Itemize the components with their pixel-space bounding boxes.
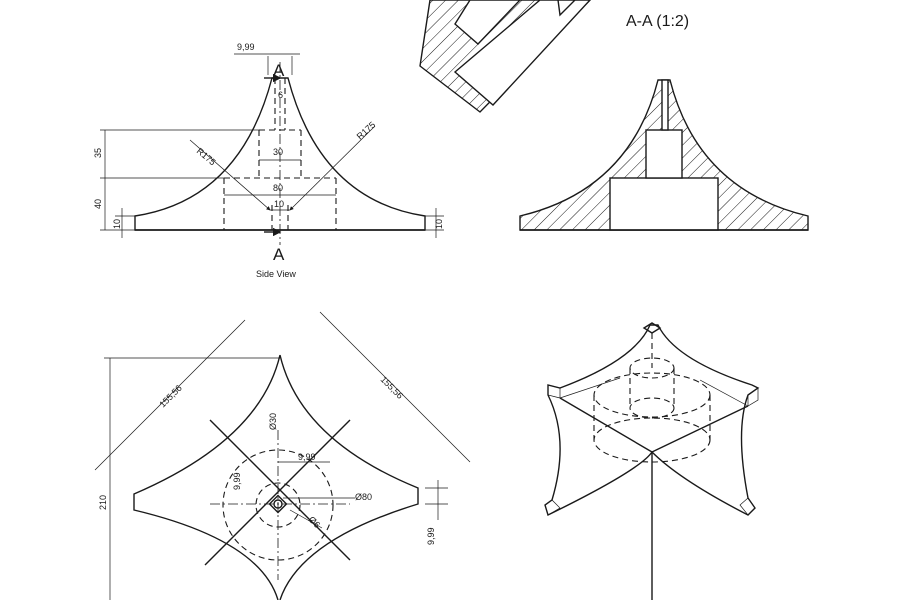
dim-inner-width-10: 10 bbox=[274, 199, 284, 209]
dim-inner-width-80: 80 bbox=[273, 183, 283, 193]
dim-width-999-a: 9,99 bbox=[298, 452, 316, 462]
dim-hole-depth: 6 bbox=[278, 90, 283, 100]
dim-dia-6: Ø6 bbox=[307, 514, 323, 530]
section-fragment-top bbox=[419, 0, 591, 113]
side-view bbox=[100, 53, 444, 245]
dim-inner-width-30: 30 bbox=[273, 147, 283, 157]
dim-radius-left: R175 bbox=[195, 146, 218, 167]
dim-edge-left-10: 10 bbox=[112, 219, 122, 229]
dim-width-999-b: 9,99 bbox=[232, 472, 242, 490]
section-marker-top: A bbox=[273, 61, 285, 80]
dim-edge-right-10: 10 bbox=[434, 219, 444, 229]
isometric-view bbox=[544, 322, 760, 600]
section-view bbox=[519, 79, 809, 231]
dim-top-width: 9,99 bbox=[237, 42, 255, 52]
dim-dia-80: Ø80 bbox=[355, 492, 372, 502]
section-title: A-A (1:2) bbox=[626, 13, 689, 30]
dim-edge-999: 9,99 bbox=[426, 527, 436, 545]
dim-diag-left: 155,56 bbox=[157, 383, 184, 410]
dim-height-40: 40 bbox=[93, 199, 103, 209]
section-marker-bottom: A bbox=[273, 245, 285, 264]
top-view bbox=[94, 311, 471, 600]
dim-dia-30: Ø30 bbox=[268, 413, 278, 430]
dim-diag-right: 155,56 bbox=[379, 374, 406, 401]
side-view-caption: Side View bbox=[256, 269, 296, 279]
dim-radius-right: R175 bbox=[355, 120, 378, 142]
dim-overall-height: 210 bbox=[98, 495, 108, 510]
dim-height-35: 35 bbox=[93, 148, 103, 158]
